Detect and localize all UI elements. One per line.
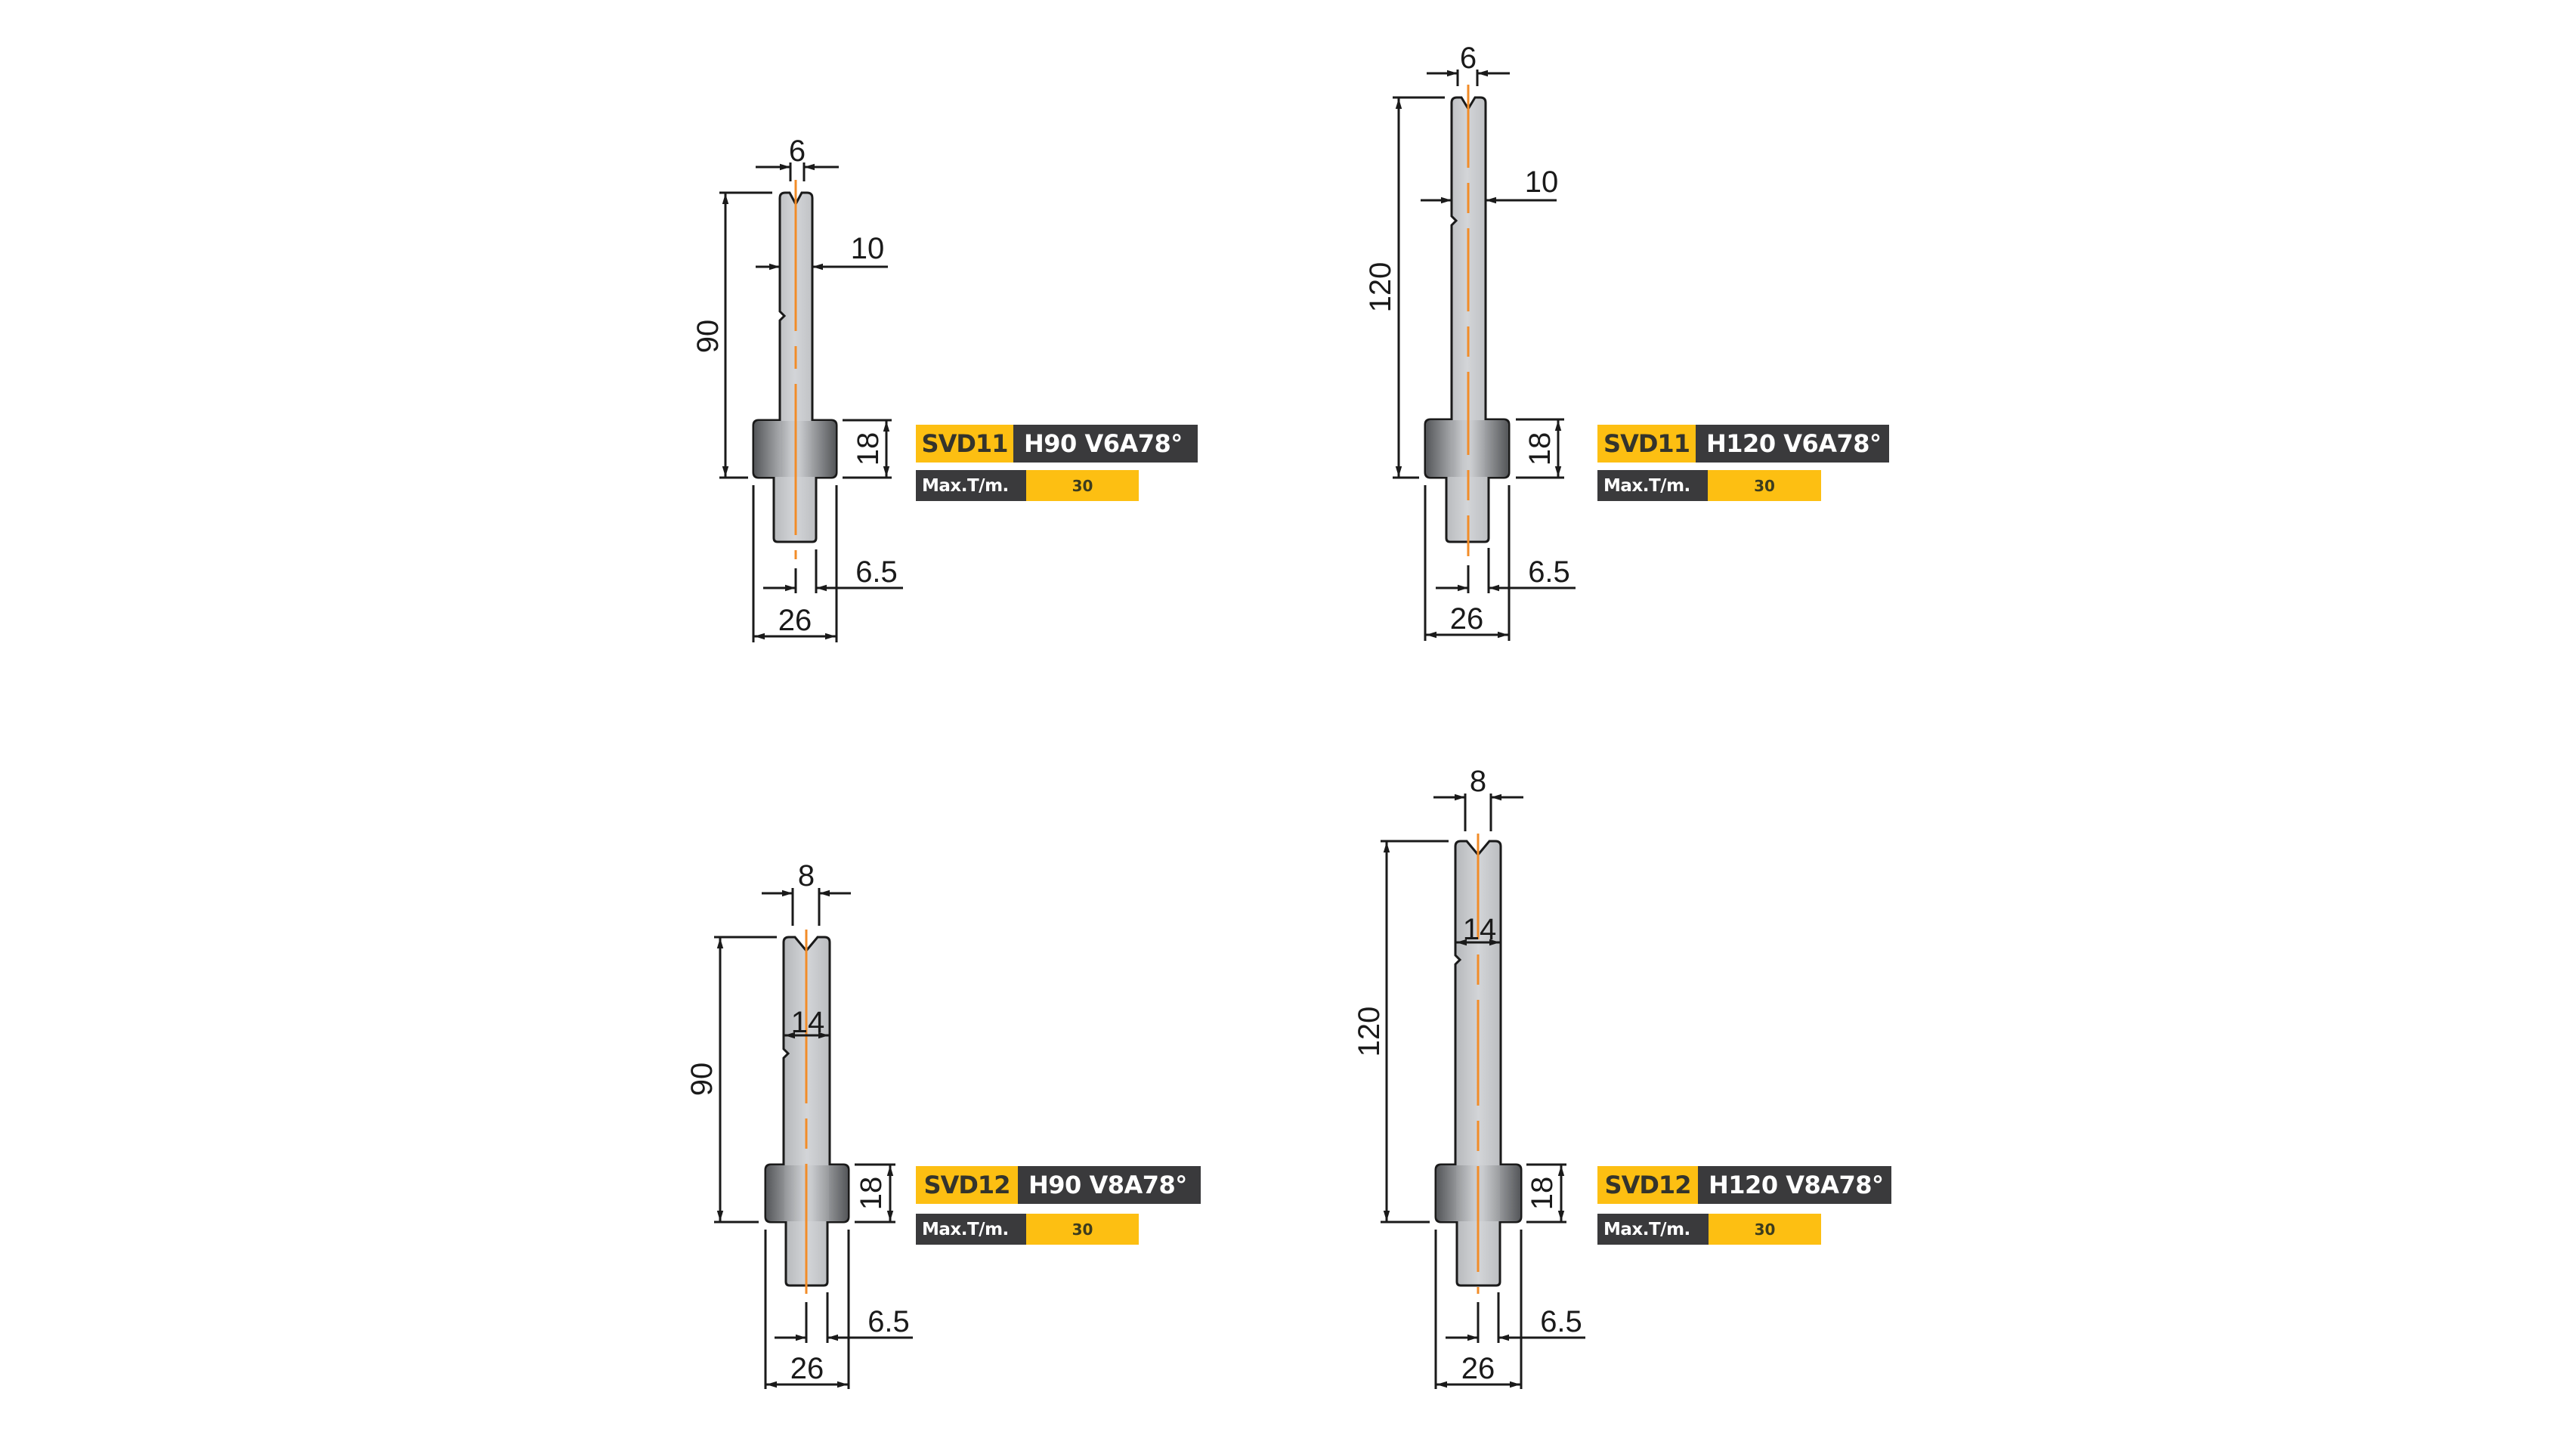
tool-name: H120 V6A78° — [1696, 425, 1889, 463]
max-tonnage-value: 30 — [1026, 470, 1139, 501]
dim-base-width: 26 — [1461, 1352, 1495, 1385]
dim-base-height: 18 — [1523, 432, 1557, 466]
tool-name: H120 V8A78° — [1698, 1166, 1891, 1204]
dim-height: 120 — [1353, 1007, 1386, 1057]
dim-tang-offset: 6.5 — [855, 555, 898, 589]
dim-height: 90 — [685, 1063, 719, 1097]
dim-opening: 6 — [789, 135, 806, 168]
tool-name: H90 V8A78° — [1018, 1166, 1201, 1204]
max-tonnage-label: Max.T/m. — [1597, 470, 1708, 501]
tool-name: H90 V6A78° — [1013, 425, 1198, 463]
max-tonnage-label: Max.T/m. — [916, 470, 1026, 501]
dim-base-width: 26 — [778, 604, 812, 637]
dim-neck-width: 10 — [851, 232, 885, 265]
tool-drawing-svd11-h120: 6 10 120 18 6.5 26 — [1364, 42, 1576, 641]
dim-height: 120 — [1364, 262, 1397, 313]
tool-drawing-svd12-h120: 8 14 120 18 6.5 26 — [1353, 765, 1585, 1389]
dim-opening: 6 — [1460, 42, 1477, 75]
dim-opening: 8 — [1470, 765, 1486, 798]
dim-neck-width: 10 — [1525, 166, 1559, 199]
dim-base-height: 18 — [1526, 1177, 1559, 1211]
max-tonnage-label: Max.T/m. — [1597, 1214, 1709, 1245]
dim-base-height: 18 — [855, 1177, 888, 1211]
dim-neck-width: 14 — [1463, 913, 1497, 946]
dim-height: 90 — [691, 320, 725, 354]
tool-code: SVD11 — [916, 425, 1013, 463]
tool-drawing-svd12-h90: 8 14 90 18 6.5 26 — [685, 859, 913, 1389]
dim-neck-width: 14 — [791, 1006, 825, 1039]
tool-code: SVD11 — [1597, 425, 1696, 463]
spec-max-row: Max.T/m. 30 — [916, 470, 1139, 501]
spec-max-row: Max.T/m. 30 — [916, 1214, 1139, 1245]
dim-opening: 8 — [798, 859, 815, 893]
spec-max-row: Max.T/m. 30 — [1597, 1214, 1821, 1245]
tool-code: SVD12 — [916, 1166, 1018, 1204]
max-tonnage-value: 30 — [1709, 1214, 1821, 1245]
dim-tang-offset: 6.5 — [867, 1305, 910, 1338]
dim-tang-offset: 6.5 — [1540, 1305, 1582, 1338]
dim-base-width: 26 — [1450, 602, 1484, 636]
dim-tang-offset: 6.5 — [1528, 555, 1570, 589]
max-tonnage-value: 30 — [1708, 470, 1821, 501]
max-tonnage-label: Max.T/m. — [916, 1214, 1026, 1245]
dim-base-height: 18 — [852, 432, 885, 466]
spec-title-row: SVD11 H120 V6A78° — [1597, 425, 1889, 463]
tool-drawing-svd11-h90: 6 10 90 18 6.5 26 — [691, 135, 903, 642]
spec-title-row: SVD11 H90 V6A78° — [916, 425, 1198, 463]
spec-title-row: SVD12 H90 V8A78° — [916, 1166, 1201, 1204]
spec-max-row: Max.T/m. 30 — [1597, 470, 1821, 501]
spec-title-row: SVD12 H120 V8A78° — [1597, 1166, 1891, 1204]
max-tonnage-value: 30 — [1026, 1214, 1139, 1245]
dim-base-width: 26 — [790, 1352, 824, 1385]
tool-code: SVD12 — [1597, 1166, 1698, 1204]
